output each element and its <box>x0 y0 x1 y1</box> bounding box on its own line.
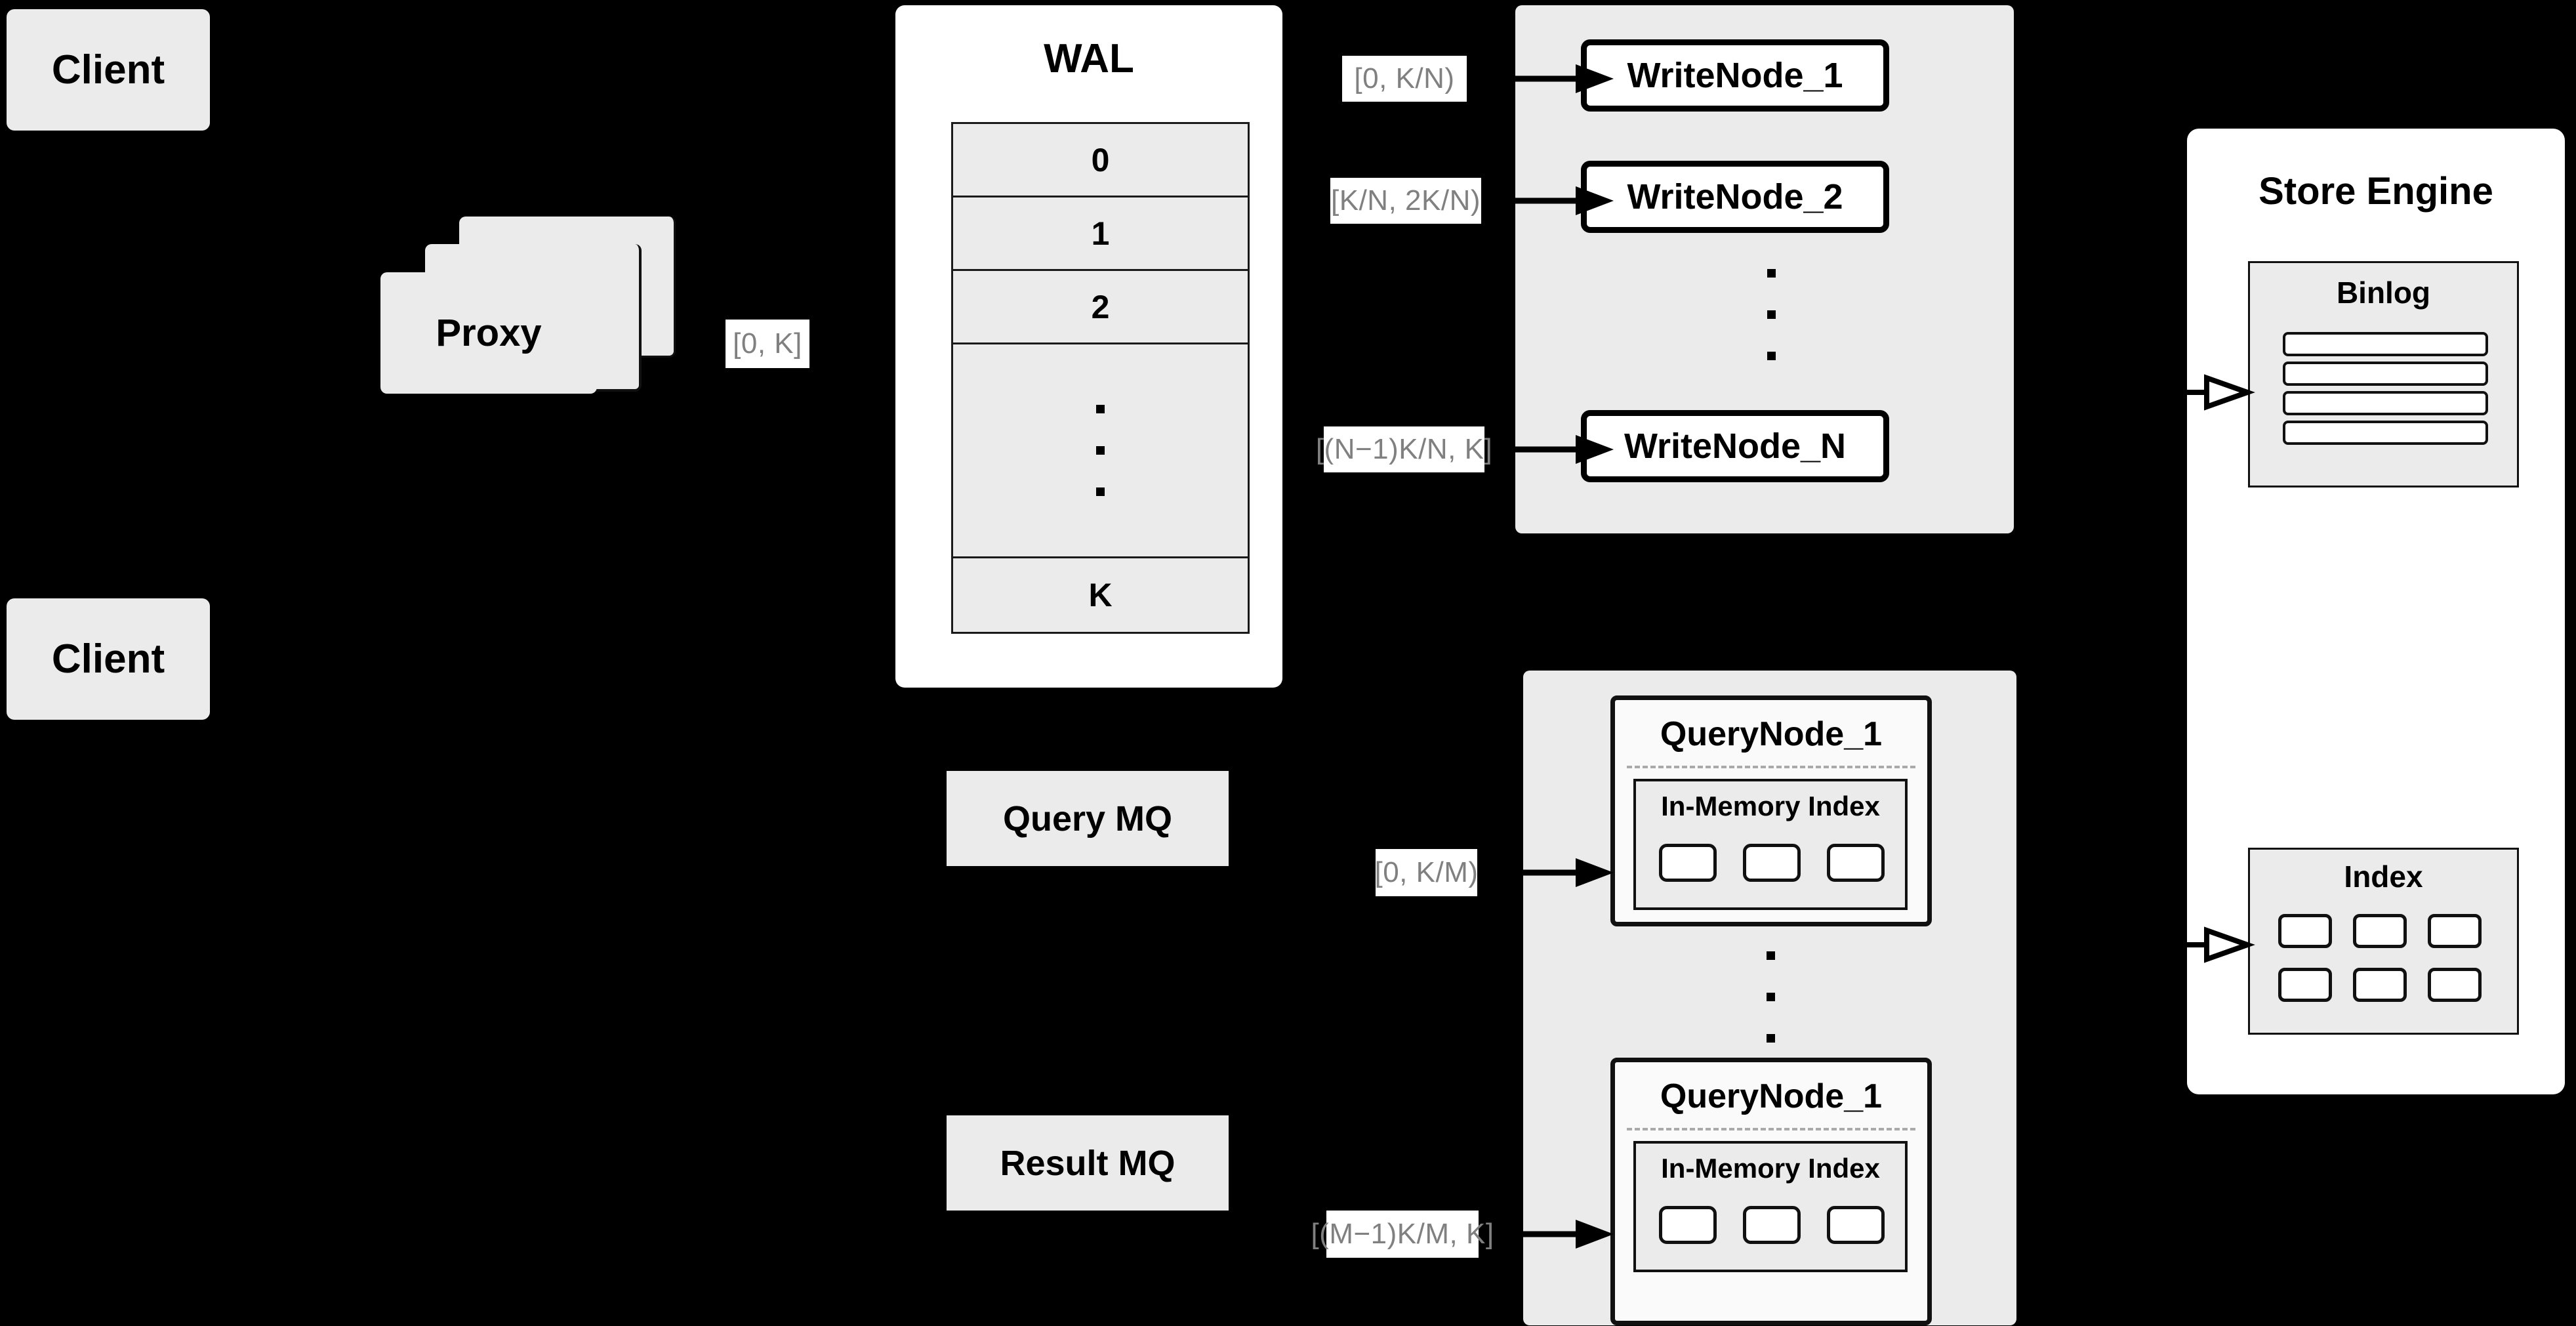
binlog-title: Binlog <box>2336 276 2431 310</box>
arrow-to-querynode-2 <box>1502 1220 1614 1249</box>
arrow-to-binlog <box>2154 374 2255 411</box>
proxy-card-front[interactable]: Proxy <box>380 272 597 394</box>
range-label-proxy-output: [0, K] <box>726 320 809 368</box>
in-memory-index-title-1: In-Memory Index <box>1661 791 1880 821</box>
writenode-vertical-ellipsis-icon <box>1767 269 1776 360</box>
writenode-label-n: WriteNode_N <box>1624 426 1847 466</box>
arrow-to-writenode-1 <box>1502 64 1614 93</box>
client-box-1[interactable]: Client <box>7 9 210 131</box>
index-box: Index <box>2248 848 2519 1035</box>
index-chip-3 <box>2428 914 2482 948</box>
in-memory-index-box-2: In-Memory Index <box>1633 1141 1908 1272</box>
index-chip-5 <box>2353 968 2407 1002</box>
imi-chip-1-1 <box>1659 844 1717 882</box>
index-chip-1 <box>2278 914 2332 948</box>
client-label-1: Client <box>51 47 165 93</box>
range-label-writenode-2: [K/N, 2K/N) <box>1330 178 1481 224</box>
range-label-querynode-1: [0, K/M) <box>1374 849 1478 896</box>
store-engine-title: Store Engine <box>2259 170 2493 213</box>
client-box-2[interactable]: Client <box>7 598 210 720</box>
imi-chip-2-1 <box>1659 1206 1717 1244</box>
writenode-box-1[interactable]: WriteNode_1 <box>1581 39 1889 112</box>
wal-cell-2: 2 <box>953 271 1248 344</box>
imi-chip-2-3 <box>1827 1206 1885 1244</box>
querynode-title-2: QueryNode_1 <box>1660 1077 1883 1115</box>
query-mq-box[interactable]: Query MQ <box>947 771 1229 866</box>
client-label-2: Client <box>51 636 165 682</box>
index-chip-2 <box>2353 914 2407 948</box>
binlog-bar-4 <box>2283 421 2488 445</box>
wal-cell-k: K <box>953 558 1248 632</box>
arrow-to-index <box>2154 926 2255 963</box>
querynode-vertical-ellipsis-icon <box>1767 951 1775 1043</box>
index-chip-6 <box>2428 968 2482 1002</box>
index-chip-4 <box>2278 968 2332 1002</box>
querynode-card-1[interactable]: QueryNode_1 In-Memory Index <box>1610 695 1932 926</box>
imi-chip-1-2 <box>1743 844 1801 882</box>
wal-cell-list: 0 1 2 K <box>951 122 1250 634</box>
wal-cell-ellipsis <box>953 344 1248 558</box>
wal-panel: WAL 0 1 2 K <box>895 5 1282 688</box>
writenode-box-n[interactable]: WriteNode_N <box>1581 410 1889 482</box>
querynode-card-2[interactable]: QueryNode_1 In-Memory Index <box>1610 1058 1932 1325</box>
index-title: Index <box>2344 860 2423 894</box>
wal-cell-1: 1 <box>953 197 1248 271</box>
range-label-writenode-n: [(N−1)K/N, K] <box>1316 426 1492 472</box>
query-mq-label: Query MQ <box>1002 798 1173 839</box>
querynode-separator-1 <box>1627 766 1915 768</box>
range-label-querynode-2: [(M−1)K/M, K] <box>1311 1211 1494 1258</box>
range-label-writenode-1: [0, K/N) <box>1342 56 1467 102</box>
imi-chip-2-2 <box>1743 1206 1801 1244</box>
arrow-to-writenode-n <box>1502 435 1614 464</box>
in-memory-index-box-1: In-Memory Index <box>1633 779 1908 910</box>
in-memory-index-title-2: In-Memory Index <box>1661 1153 1880 1184</box>
binlog-bar-3 <box>2283 391 2488 415</box>
writenode-label-1: WriteNode_1 <box>1627 56 1843 95</box>
querynode-separator-2 <box>1627 1128 1915 1130</box>
result-mq-label: Result MQ <box>1000 1143 1176 1183</box>
result-mq-box[interactable]: Result MQ <box>947 1115 1229 1211</box>
arrow-to-writenode-2 <box>1502 186 1614 215</box>
binlog-bar-1 <box>2283 332 2488 356</box>
wal-cell-0: 0 <box>953 124 1248 197</box>
arrow-to-querynode-1 <box>1502 858 1614 887</box>
imi-chip-1-3 <box>1827 844 1885 882</box>
wal-title: WAL <box>1044 36 1134 81</box>
proxy-label: Proxy <box>436 312 542 354</box>
writenode-box-2[interactable]: WriteNode_2 <box>1581 161 1889 233</box>
vertical-ellipsis-icon <box>1096 405 1105 496</box>
querynode-title-1: QueryNode_1 <box>1660 715 1883 753</box>
binlog-box: Binlog <box>2248 261 2519 487</box>
binlog-bar-2 <box>2283 362 2488 386</box>
writenode-label-2: WriteNode_2 <box>1627 177 1843 217</box>
proxy-stack[interactable]: Proxy <box>380 217 682 433</box>
